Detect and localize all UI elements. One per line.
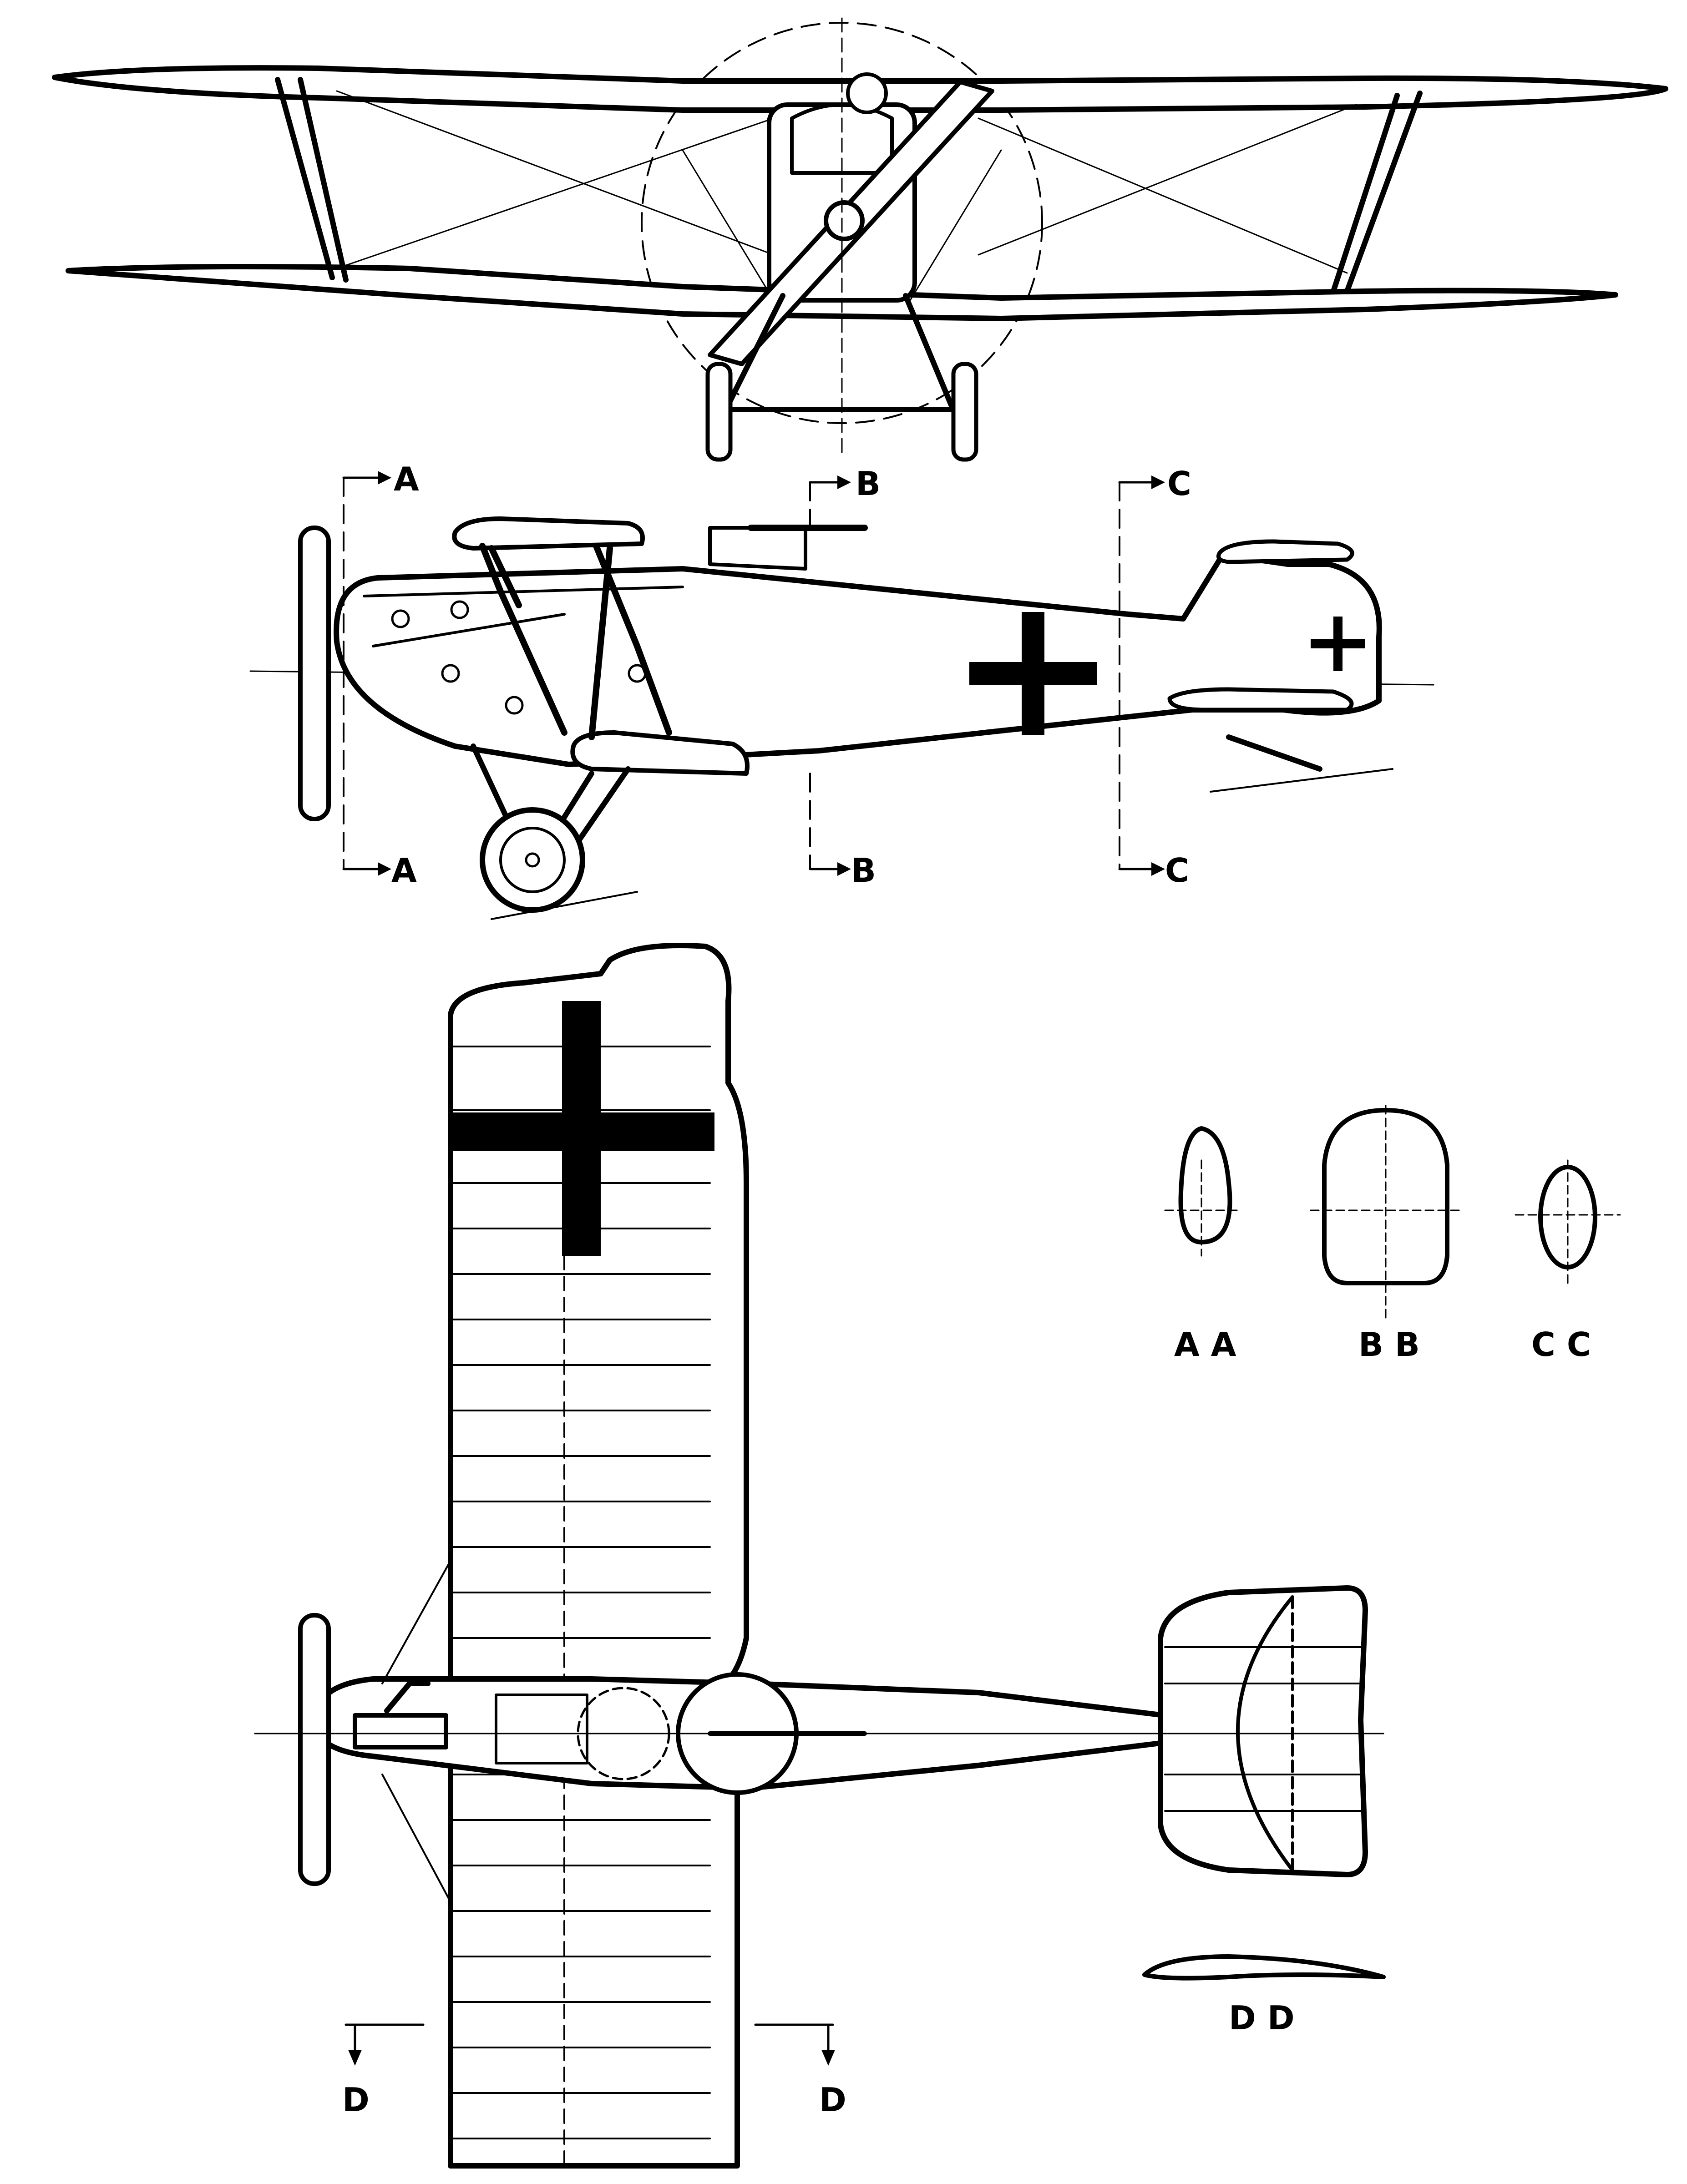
plan-propeller [298,1613,331,1886]
plan-radiator [495,1694,588,1764]
section-cc-axes [1515,1159,1621,1284]
front-left-wheel [705,362,733,462]
side-wheel [480,807,585,913]
propeller-hub [824,200,865,241]
section-arrow-a-bottom-head [378,862,391,876]
side-vent-1 [391,609,410,628]
section-label-d-right: D [819,2081,846,2119]
section-aa-shape [1178,1126,1232,1244]
side-rudder-cross [1311,617,1365,671]
section-line-d [344,2023,834,2053]
plan-tail-ribs [1164,1646,1362,1812]
side-vent-5 [628,664,647,683]
side-vent-4 [505,696,524,715]
section-caption-dd: D D [1229,1999,1295,2037]
side-tailplane [1167,687,1354,712]
cross-sections: A A B B C C D D [1142,1105,1621,2037]
section-arrow-a-top-head [378,471,391,485]
side-vent-2 [450,600,469,619]
plan-exhaust [384,1681,431,1714]
section-label-d-left: D [342,2081,370,2119]
plan-view: D D [254,943,1384,2169]
section-label-a-bottom: A [391,851,417,890]
side-wheel-hub [499,827,566,893]
section-caption-aa: A A [1174,1325,1236,1364]
plan-tailplane [1158,1585,1368,1877]
side-ground-line [491,768,1393,920]
side-tailskid [1226,734,1322,772]
section-arrow-c-bottom-head [1151,862,1165,876]
bracing-wires [336,90,1357,301]
side-vent-3 [441,664,460,683]
side-upper-wing [452,516,645,551]
section-arrow-c-top-head [1151,475,1165,489]
front-right-wheel [951,362,978,462]
section-label-a-top: A [394,460,419,498]
side-lower-wing [570,730,750,776]
front-landing-gear [721,293,958,412]
side-propeller [298,526,331,821]
section-label-c-top: C [1167,465,1191,503]
section-arrow-b-bottom-head [837,862,851,876]
section-caption-bb: B B [1358,1325,1420,1364]
section-bb-shape [1322,1108,1449,1285]
front-right-struts [1331,91,1423,294]
plan-cross-insignia [451,1001,714,1256]
section-arrow-d-left-head [348,2050,362,2066]
section-label-b-bottom: B [851,851,876,890]
front-left-struts [275,77,349,283]
section-label-c-bottom: C [1165,851,1189,890]
side-wheel-axle [525,852,540,868]
plan-engine-cylinders [353,1713,448,1749]
side-machine-gun [708,526,807,571]
section-label-b-top: B [856,465,881,503]
section-caption-cc: C C [1531,1325,1591,1364]
side-fuselage [334,557,1382,767]
section-arrow-b-top-head [837,475,851,489]
plan-bracing [381,1560,451,1903]
section-dd-airfoil [1142,1954,1386,1981]
section-arrow-d-right-head [821,2050,835,2066]
front-view [52,17,1668,462]
side-view: A A B B C C [249,460,1434,920]
side-decking [363,586,684,647]
side-upper-tail [1216,539,1354,564]
side-cross-insignia [969,612,1097,735]
section-cc-shape [1538,1165,1597,1269]
plan-elevator-curve [1236,1595,1294,1872]
front-gun-breech [846,72,888,114]
